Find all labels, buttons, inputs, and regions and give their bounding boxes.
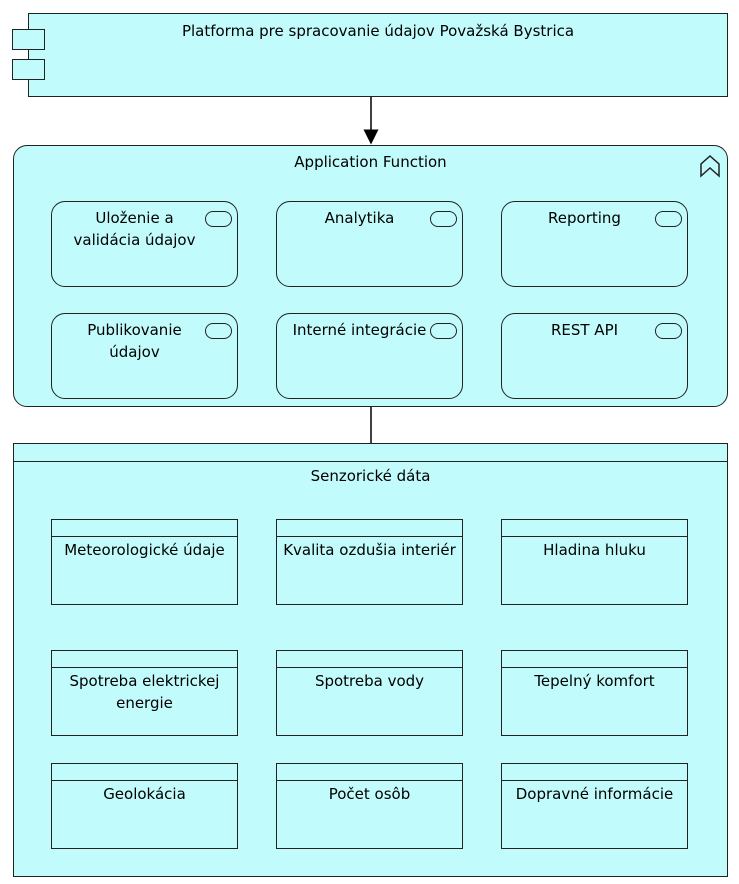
data-object[interactable]: Meteorologické údaje [51, 519, 238, 605]
function-label: Reporting [548, 209, 621, 227]
application-function-group[interactable]: Application Function Uloženie a validáci… [13, 145, 728, 407]
service-icon [655, 211, 682, 227]
function-box[interactable]: Interné integrácie [276, 313, 463, 399]
function-box[interactable]: Reporting [501, 201, 688, 287]
data-object[interactable]: Počet osôb [276, 763, 463, 849]
data-object[interactable]: Geolokácia [51, 763, 238, 849]
group-header-divider [14, 461, 727, 462]
function-chevron-icon [700, 154, 720, 178]
function-label: REST API [550, 321, 619, 339]
data-object[interactable]: Dopravné informácie [501, 763, 688, 849]
function-box[interactable]: Analytika [276, 201, 463, 287]
component-tab-icon [12, 29, 45, 50]
function-label: Interné integrácie [292, 321, 427, 339]
function-label: Publikovanie údajov [87, 321, 182, 361]
data-object-label: Hladina hluku [543, 541, 646, 559]
data-object-label: Počet osôb [328, 785, 411, 803]
data-object-header [277, 536, 462, 537]
component-label: Platforma pre spracovanie údajov Považsk… [181, 22, 575, 40]
data-object-label: Tepelný komfort [534, 672, 655, 690]
data-object[interactable]: Tepelný komfort [501, 650, 688, 736]
data-object-label: Dopravné informácie [515, 785, 674, 803]
data-object-label: Spotreba vody [314, 672, 425, 690]
data-object-label: Kvalita ozdušia interiér [283, 541, 456, 559]
component-tab-icon [12, 59, 45, 80]
data-object-label: Spotreba elektrickej energie [69, 672, 220, 712]
function-box[interactable]: Publikovanie údajov [51, 313, 238, 399]
function-box[interactable]: REST API [501, 313, 688, 399]
data-object-group[interactable]: Senzorické dáta Meteorologické údaje Kva… [13, 443, 728, 877]
service-icon [655, 323, 682, 339]
data-object-header [502, 780, 687, 781]
service-icon [205, 211, 232, 227]
data-object-header [502, 667, 687, 668]
service-icon [205, 323, 232, 339]
service-icon [430, 211, 457, 227]
data-object-header [277, 780, 462, 781]
data-object[interactable]: Spotreba vody [276, 650, 463, 736]
data-object-header [277, 667, 462, 668]
data-object-label: Meteorologické údaje [64, 541, 225, 559]
data-object[interactable]: Hladina hluku [501, 519, 688, 605]
data-object[interactable]: Spotreba elektrickej energie [51, 650, 238, 736]
function-label: Uloženie a validácia údajov [73, 209, 196, 249]
data-group-label: Senzorické dáta [310, 467, 431, 485]
data-object-header [502, 536, 687, 537]
data-object[interactable]: Kvalita ozdušia interiér [276, 519, 463, 605]
service-icon [430, 323, 457, 339]
application-component[interactable]: Platforma pre spracovanie údajov Považsk… [28, 13, 728, 97]
data-object-header [52, 780, 237, 781]
data-object-header [52, 536, 237, 537]
function-label: Analytika [324, 209, 395, 227]
function-box[interactable]: Uloženie a validácia údajov [51, 201, 238, 287]
data-object-label: Geolokácia [103, 785, 186, 803]
function-group-label: Application Function [294, 153, 447, 171]
data-object-header [52, 667, 237, 668]
